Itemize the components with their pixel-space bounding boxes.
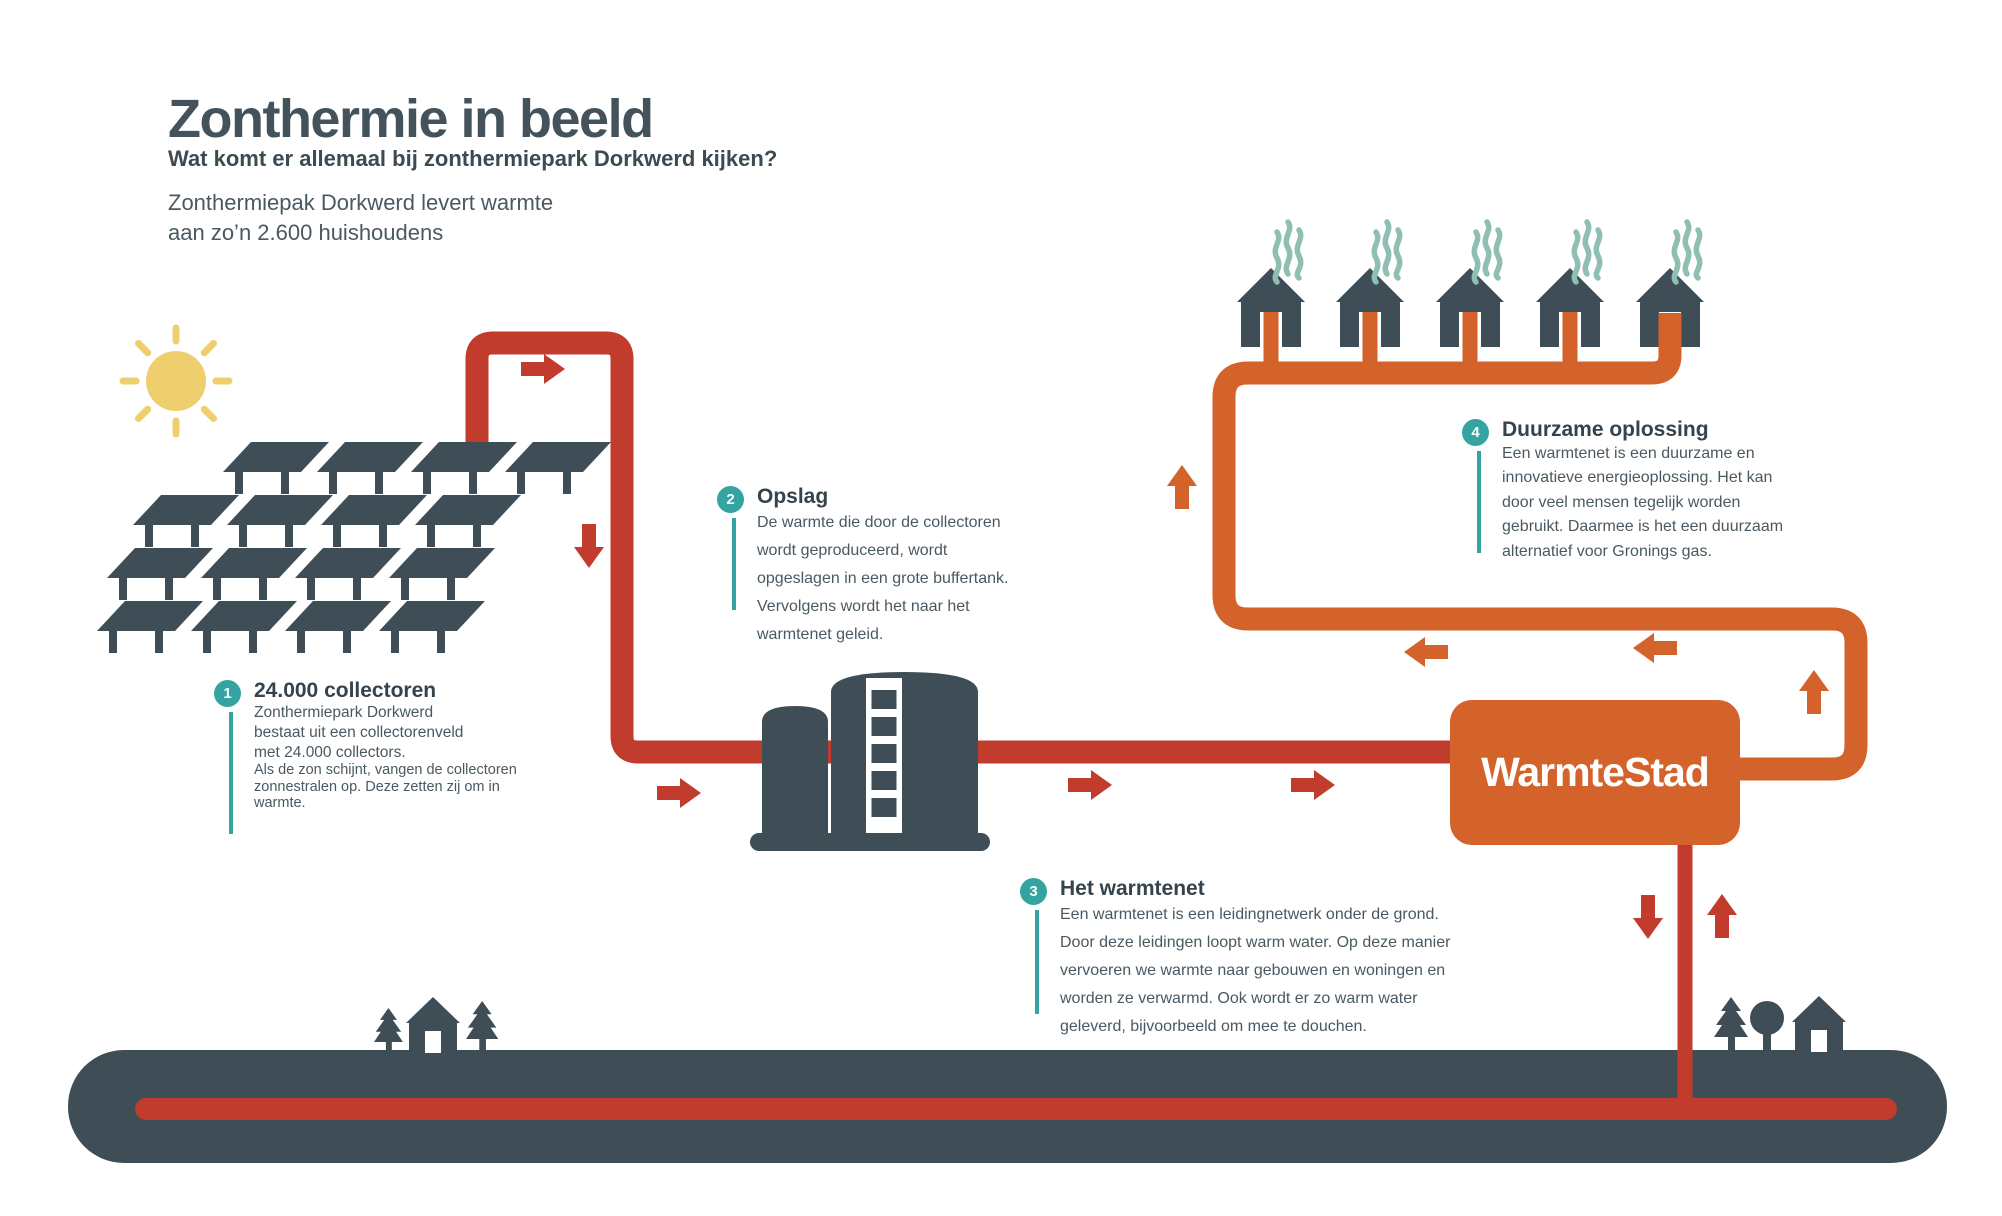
solar-collector-icon [201, 548, 307, 600]
steam-icon [1674, 222, 1699, 282]
step-badge-2: 2 [717, 486, 744, 513]
house-icon [406, 997, 460, 1053]
step-badge-3: 3 [1020, 878, 1047, 905]
callout-title: 24.000 collectoren [254, 679, 437, 702]
buffer-tank-icon [750, 672, 990, 851]
steam-icon [1474, 222, 1499, 282]
solar-collector-icon [379, 601, 485, 653]
flow-arrow-left-icon [1404, 637, 1448, 667]
solar-collector-icon [505, 442, 611, 494]
callout-paragraph: Als de zon schijnt, vangen de collectore… [254, 762, 517, 811]
callout-connector-line [1477, 451, 1481, 553]
step-badge-1: 1 [214, 680, 241, 707]
flow-arrow-up-icon [1799, 670, 1829, 714]
hot-water-supply-pipe [465, 331, 1458, 764]
solar-collector-icon [97, 601, 203, 653]
warmtestad-logo-label: WarmteStad [1481, 749, 1710, 795]
callout-connector-line [229, 712, 233, 834]
solar-collector-icon [415, 495, 521, 547]
pine-tree-icon [1714, 997, 1748, 1051]
solar-collector-icon [133, 495, 239, 547]
solar-collector-field [97, 442, 611, 653]
round-tree-icon [1750, 1001, 1784, 1053]
callout-warmtenet: 3 Het warmtenet Een warmtenet is een lei… [1020, 877, 1468, 1041]
page-subtitle: Wat komt er allemaal bij zonthermiepark … [168, 146, 778, 171]
callout-opslag: 2 Opslag De warmte die door de collector… [717, 485, 1012, 649]
district-heating-pipe [1212, 313, 1868, 781]
callout-collectoren: 1 24.000 collectoren Zonthermiepark Dork… [214, 679, 522, 834]
landscape-left [374, 997, 499, 1054]
callout-paragraph: Een warmtenet is een duurzame en innovat… [1502, 445, 1784, 560]
callout-connector-line [1035, 910, 1039, 1014]
warmtestad-logo: WarmteStad [1450, 700, 1740, 845]
step-badge-4: 4 [1462, 419, 1489, 446]
solar-collector-icon [107, 548, 213, 600]
solar-collector-icon [285, 601, 391, 653]
callout-connector-line [732, 518, 736, 610]
house-service-pipes [1263, 312, 1578, 380]
flow-arrow-right-icon [521, 354, 565, 384]
callout-title: Opslag [757, 485, 829, 508]
solar-collector-icon [411, 442, 517, 494]
sun-icon [119, 324, 233, 438]
callout-duurzame-oplossing: 4 Duurzame oplossing Een warmtenet is ee… [1462, 418, 1784, 564]
flow-arrow-right-icon [657, 778, 701, 808]
flow-arrow-up-icon [1167, 465, 1197, 509]
callout-paragraph: De warmte die door de collectoren wordt … [757, 514, 1009, 643]
steam-icon [1275, 222, 1300, 282]
flow-arrow-down-icon [574, 524, 604, 568]
solar-collector-icon [227, 495, 333, 547]
solar-collector-icon [223, 442, 329, 494]
flow-arrow-left-icon [1633, 633, 1677, 663]
flow-arrow-down-icon [1633, 895, 1663, 939]
callout-title: Het warmtenet [1060, 877, 1205, 900]
solar-collector-icon [389, 548, 495, 600]
solar-collector-icon [317, 442, 423, 494]
flow-arrow-right-icon [1291, 770, 1335, 800]
landscape-right [1714, 996, 1846, 1053]
pine-tree-icon [466, 1001, 499, 1053]
solar-collector-icon [321, 495, 427, 547]
callout-title: Duurzame oplossing [1502, 418, 1709, 441]
flow-arrow-up-icon [1707, 894, 1737, 938]
house-icon [1792, 996, 1846, 1052]
page-title: Zonthermie in beeld [168, 89, 654, 150]
intro-line: Zonthermiepak Dorkwerd levert warmte [168, 190, 554, 215]
solar-collector-icon [295, 548, 401, 600]
callout-paragraph: Zonthermiepark Dorkwerd bestaat uit een … [254, 704, 464, 761]
solar-collector-icon [191, 601, 297, 653]
steam-icon [1374, 222, 1399, 282]
steam-icon [1574, 222, 1599, 282]
intro-line: aan zo’n 2.600 huishoudens [168, 220, 444, 245]
flow-arrow-right-icon [1068, 770, 1112, 800]
callout-paragraph: Een warmtenet is een leidingnetwerk onde… [1060, 906, 1451, 1035]
pine-tree-icon [374, 1008, 403, 1054]
